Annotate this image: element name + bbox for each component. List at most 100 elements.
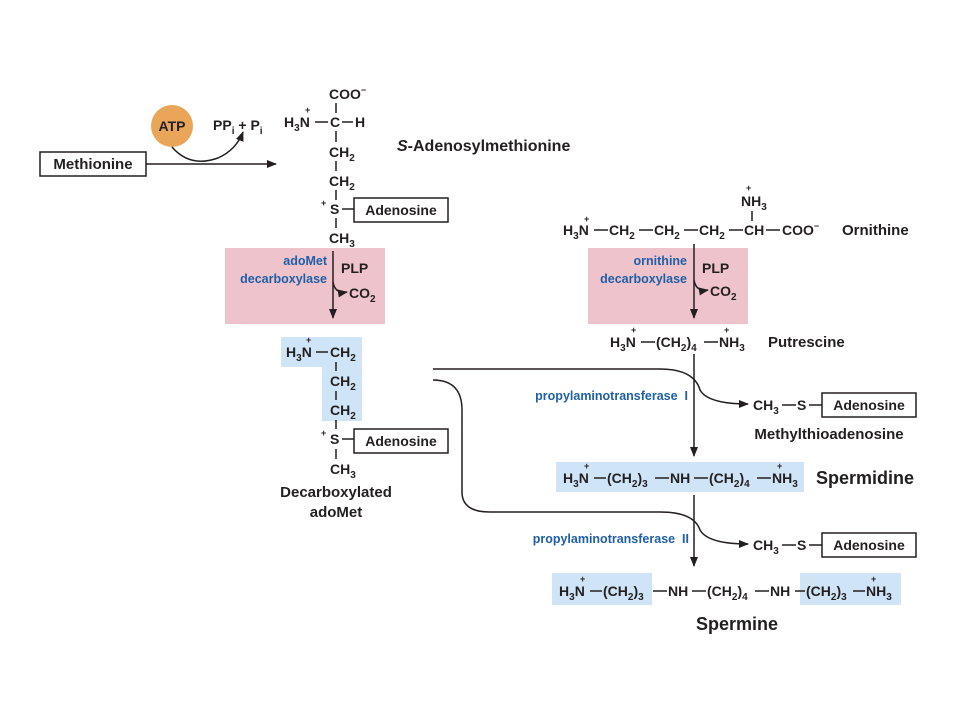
sam-structure: COO− + H3N C H CH2 CH2 + S Adenosine CH3 xyxy=(284,85,449,250)
mta-1-adenosine-box xyxy=(821,392,917,418)
sam-coo: COO− xyxy=(329,85,366,102)
ornithine-co2-arrow xyxy=(693,279,709,296)
methionine-label: Methionine xyxy=(53,156,132,173)
sam-ch2-2: CH2 xyxy=(329,173,355,193)
ornithine-plp: PLP xyxy=(702,260,729,276)
svg-text:CH2: CH2 xyxy=(654,222,680,242)
svg-text:H3N: H3N xyxy=(559,583,585,603)
propyl-transfer-2-arrow xyxy=(432,379,749,548)
propyl-transfer-1-arrow xyxy=(433,368,749,408)
ornithine-decarboxylase-label-2: decarboxylase xyxy=(600,272,687,286)
mta-1-structure: CH3 S Adenosine xyxy=(753,392,917,418)
svg-text:+: + xyxy=(580,574,585,584)
svg-text:(CH2)3: (CH2)3 xyxy=(603,583,644,603)
sam-s-plus: + xyxy=(321,198,326,208)
svg-text:NH3: NH3 xyxy=(866,583,892,603)
mta-2-adenosine-box xyxy=(821,532,917,558)
spermidine-left-highlight xyxy=(556,462,804,492)
mta-2-structure: CH3 S Adenosine xyxy=(753,532,917,558)
svg-text:(CH2)4: (CH2)4 xyxy=(709,470,750,490)
decarboxylated-adomet-structure: + H3N CH2 CH2 CH2 + S Adenosine CH3 xyxy=(286,335,449,481)
sam-plus: + xyxy=(305,105,310,115)
svg-text:NH: NH xyxy=(670,470,690,486)
ornithine-decarboxylase-label-1: ornithine xyxy=(634,254,688,268)
spermidine-structure: + H3N (CH2)3 NH (CH2)4 + NH3 xyxy=(563,461,798,490)
putrescine-structure: + H3N (CH2)4 + NH3 xyxy=(610,325,745,354)
svg-text:+: + xyxy=(871,574,876,584)
svg-text:+: + xyxy=(777,461,782,471)
spermine-structure: + H3N (CH2)3 NH (CH2)4 NH (CH2)3 + NH3 xyxy=(559,574,892,603)
sam-h3n: H3N xyxy=(284,114,310,134)
svg-text:+: + xyxy=(724,325,729,335)
svg-text:S: S xyxy=(330,431,339,447)
adomet-plp: PLP xyxy=(341,260,368,276)
svg-text:NH: NH xyxy=(668,583,688,599)
svg-text:NH3: NH3 xyxy=(741,193,767,213)
methionine-box xyxy=(39,151,147,177)
methylthioadenosine-name: Methylthioadenosine xyxy=(754,426,903,443)
decarboxylated-adomet-name-2: adoMet xyxy=(310,504,363,521)
propylaminotransferase-1-label: propylaminotransferase I xyxy=(535,389,688,403)
svg-text:NH3: NH3 xyxy=(772,470,798,490)
sam-adenosine-box xyxy=(353,197,449,223)
svg-text:CH: CH xyxy=(744,222,764,238)
svg-text:CH2: CH2 xyxy=(699,222,725,242)
atp-consumption-arrow xyxy=(171,131,244,162)
svg-text:+: + xyxy=(746,183,751,193)
spermine-name: Spermine xyxy=(696,614,778,634)
spermine-left-highlight xyxy=(552,573,652,605)
spermidine-name: Spermidine xyxy=(816,468,914,488)
svg-text:H3N: H3N xyxy=(286,344,312,364)
svg-text:CH3: CH3 xyxy=(753,537,779,557)
spermine-right-highlight xyxy=(800,573,901,605)
propylaminotransferase-2-label: propylaminotransferase II xyxy=(533,532,689,546)
svg-text:CH3: CH3 xyxy=(753,397,779,417)
svg-text:CH3: CH3 xyxy=(330,461,356,481)
ornithine-decarboxylase-box xyxy=(588,248,748,324)
svg-text:CH2: CH2 xyxy=(330,402,356,422)
adomet-decarboxylase-label-2: decarboxylase xyxy=(240,272,327,286)
sam-h: H xyxy=(355,114,365,130)
adomet-co2-arrow xyxy=(332,281,348,298)
svg-text:(CH2)4: (CH2)4 xyxy=(656,334,697,354)
sam-ch3: CH3 xyxy=(329,230,355,250)
decarboxylated-adomet-highlight xyxy=(281,337,362,421)
ppi-label: PPi + Pi xyxy=(213,117,263,137)
mta-2-adenosine-label: Adenosine xyxy=(833,537,905,553)
ornithine-co2: CO2 xyxy=(710,283,737,303)
sam-s: S xyxy=(330,201,339,217)
dcadomet-adenosine-box xyxy=(353,428,449,454)
svg-text:+: + xyxy=(306,335,311,345)
svg-text:+: + xyxy=(631,325,636,335)
svg-text:S: S xyxy=(797,397,806,413)
ornithine-structure: + NH3 + H3N CH2 CH2 CH2 CH COO− xyxy=(563,183,819,242)
svg-text:H3N: H3N xyxy=(563,470,589,490)
sam-alpha-c: C xyxy=(330,114,340,130)
adomet-decarboxylase-label-1: adoMet xyxy=(283,254,328,268)
svg-text:COO−: COO− xyxy=(782,221,819,238)
mta-1-adenosine-label: Adenosine xyxy=(833,397,905,413)
ornithine-name: Ornithine xyxy=(842,222,909,239)
decarboxylated-adomet-name-1: Decarboxylated xyxy=(280,484,392,501)
svg-text:(CH2)4: (CH2)4 xyxy=(707,583,748,603)
svg-text:+: + xyxy=(321,428,326,438)
svg-text:S: S xyxy=(797,537,806,553)
svg-text:H3N: H3N xyxy=(563,222,589,242)
svg-text:(CH2)3: (CH2)3 xyxy=(607,470,648,490)
adomet-co2: CO2 xyxy=(349,285,376,305)
svg-text:+: + xyxy=(584,214,589,224)
sam-adenosine-label: Adenosine xyxy=(365,202,437,218)
svg-text:+: + xyxy=(584,461,589,471)
atp-circle xyxy=(151,105,193,147)
putrescine-name: Putrescine xyxy=(768,334,845,351)
atp-label: ATP xyxy=(159,118,186,134)
svg-text:NH: NH xyxy=(770,583,790,599)
svg-text:(CH2)3: (CH2)3 xyxy=(806,583,847,603)
svg-text:H3N: H3N xyxy=(610,334,636,354)
adomet-decarboxylase-box xyxy=(225,248,385,324)
sam-name: S-Adenosylmethionine xyxy=(397,138,570,155)
svg-text:CH2: CH2 xyxy=(330,344,356,364)
svg-text:NH3: NH3 xyxy=(719,334,745,354)
